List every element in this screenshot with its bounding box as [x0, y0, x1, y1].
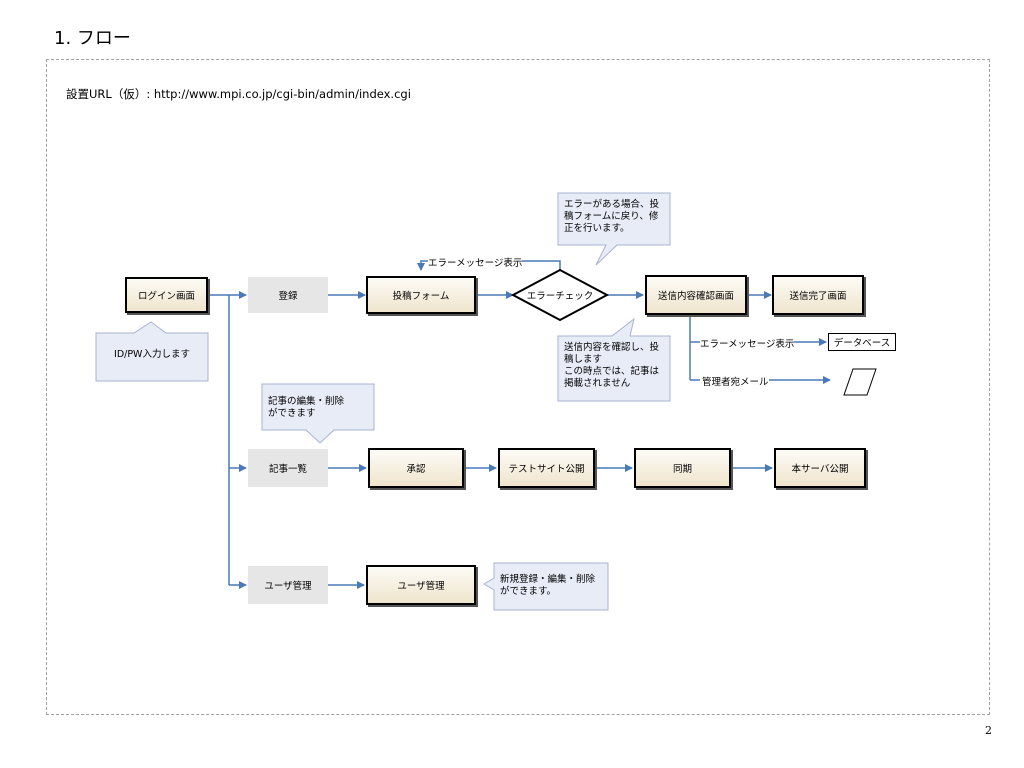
register-box: 登録 [248, 277, 328, 313]
test-publish-box: テストサイト公開 [498, 448, 595, 488]
error-check-diamond [510, 268, 610, 322]
user-mgmt-box: ユーザ管理 [248, 566, 328, 604]
admin-mail-label: 管理者宛メール [702, 374, 769, 388]
confirm-note: 送信内容を確認し、投 稿します この時点では、記事は 掲載されません [564, 342, 660, 389]
sync-box: 同期 [634, 448, 731, 488]
complete-screen-box: 送信完了画面 [772, 275, 864, 315]
error-note: エラーがある場合、投 稿フォームに戻り、修 正を行います。 [564, 199, 660, 234]
error-check-label: エラーチェック [526, 291, 594, 302]
error-message-label-confirm: エラーメッセージ表示 [700, 336, 795, 350]
prod-publish-box: 本サーバ公開 [774, 448, 866, 488]
database-box: データベース [828, 333, 896, 351]
login-note-shape [95, 321, 209, 382]
user-note-shape [483, 562, 609, 611]
post-form-box: 投稿フォーム [366, 276, 476, 314]
error-message-label-top: エラーメッセージ表示 [428, 255, 523, 269]
error-note-shape [557, 192, 671, 266]
page-number: 2 [985, 724, 992, 737]
confirm-screen-box: 送信内容確認画面 [645, 275, 747, 315]
article-note: 記事の編集・削除 ができます [268, 396, 345, 419]
article-note-shape [261, 383, 375, 444]
article-list-box: 記事一覧 [248, 449, 328, 487]
user-mgmt-main-box: ユーザ管理 [366, 565, 476, 605]
content-frame [46, 59, 990, 715]
approve-box: 承認 [368, 448, 464, 488]
page-title: 1. フロー [54, 28, 131, 49]
mail-parallelogram [843, 368, 877, 396]
user-note: 新規登録・編集・削除 ができます。 [500, 574, 596, 597]
confirm-note-shape [557, 317, 671, 402]
login-note: ID/PW入力します [114, 349, 190, 360]
login-screen-box: ログイン画面 [125, 277, 208, 313]
install-url: 設置URL（仮）: http://www.mpi.co.jp/cgi-bin/a… [66, 87, 411, 101]
